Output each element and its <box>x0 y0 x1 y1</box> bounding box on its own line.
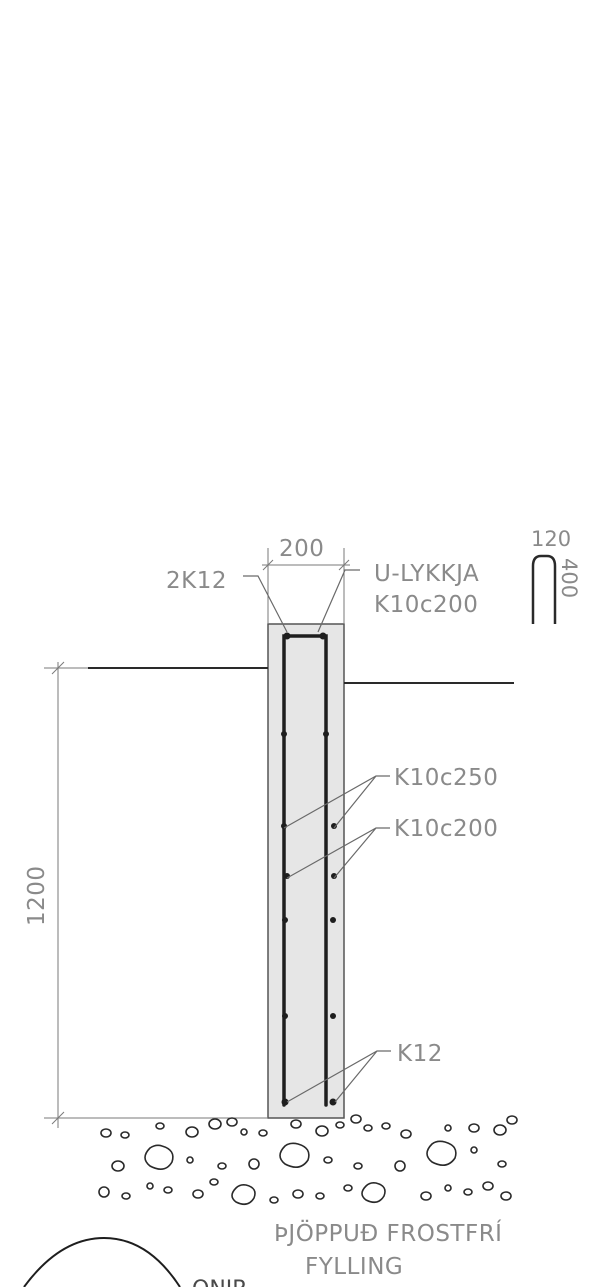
depth-dim-label: 1200 <box>24 865 50 926</box>
stirrups-upper-leader <box>283 775 390 829</box>
loop-height-label: 400 <box>557 558 581 598</box>
top-bar-left <box>283 632 291 640</box>
stirrups-lower-leader <box>286 827 390 879</box>
fill-label-line2: FYLLING <box>305 1254 403 1280</box>
loop-width-label: 120 <box>531 527 571 551</box>
width-dimension <box>262 548 350 624</box>
top-bar-right <box>319 632 327 640</box>
stirrups-upper-label: K10c250 <box>394 765 498 791</box>
top-bars-label: 2K12 <box>166 568 227 594</box>
section-bubble <box>23 1236 181 1287</box>
u-loop-spec-label: K10c200 <box>374 592 478 618</box>
concrete-column <box>267 623 345 1119</box>
depth-dimension <box>44 661 268 1128</box>
u-loop-shape-icon <box>531 554 557 624</box>
u-loop-leader <box>317 569 360 633</box>
top-bars-leader <box>243 575 288 633</box>
section-partial-label: ONIR <box>192 1277 248 1287</box>
stirrups-lower-label: K10c200 <box>394 816 498 842</box>
main-bars-label: K12 <box>397 1041 443 1067</box>
u-loop-rebar <box>282 634 328 1107</box>
width-dim-label: 200 <box>279 536 324 562</box>
fill-label-line1: ÞJÖPPUÐ FROSTFRÍ <box>274 1219 502 1247</box>
u-loop-name-label: U-LYKKJA <box>374 561 479 587</box>
gravel-fill <box>98 1114 518 1206</box>
main-bars-leader <box>286 1050 391 1103</box>
